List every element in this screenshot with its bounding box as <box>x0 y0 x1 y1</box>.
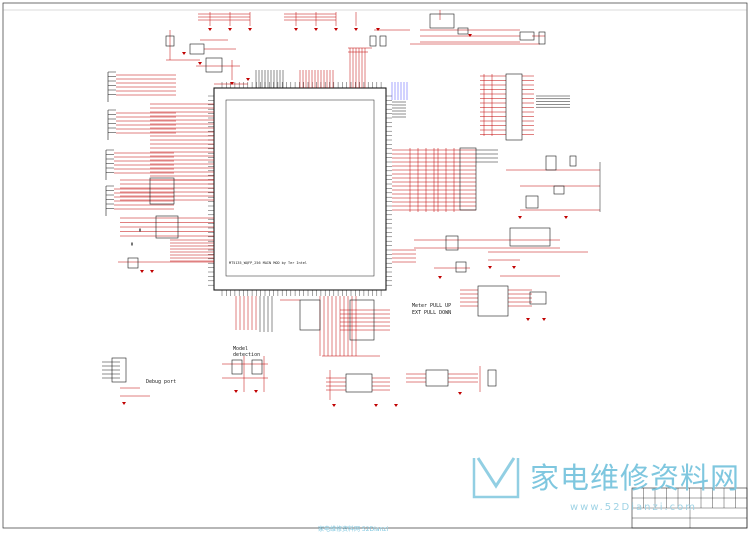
watermark-logo <box>472 457 520 499</box>
watermark-bottom-text: 家电维修资料网 52Dianzi <box>318 526 389 533</box>
watermark-url: www.52Dianzi.com <box>570 502 698 513</box>
ext-pull-down-label: EXT PULL DOWN <box>412 310 452 316</box>
watermark-cn-text: 家电维修资料网 <box>530 461 741 495</box>
model-detection-label: Model detection <box>233 346 261 358</box>
debug-port-label: Debug port <box>146 379 177 385</box>
ic-caption: MT5135_WQFP_256 MAIN MOD by Ter Intel <box>229 261 307 265</box>
meter-pull-up-label: Meter PULL UP <box>412 303 452 309</box>
title-block <box>631 487 748 529</box>
main-ic <box>208 82 392 296</box>
